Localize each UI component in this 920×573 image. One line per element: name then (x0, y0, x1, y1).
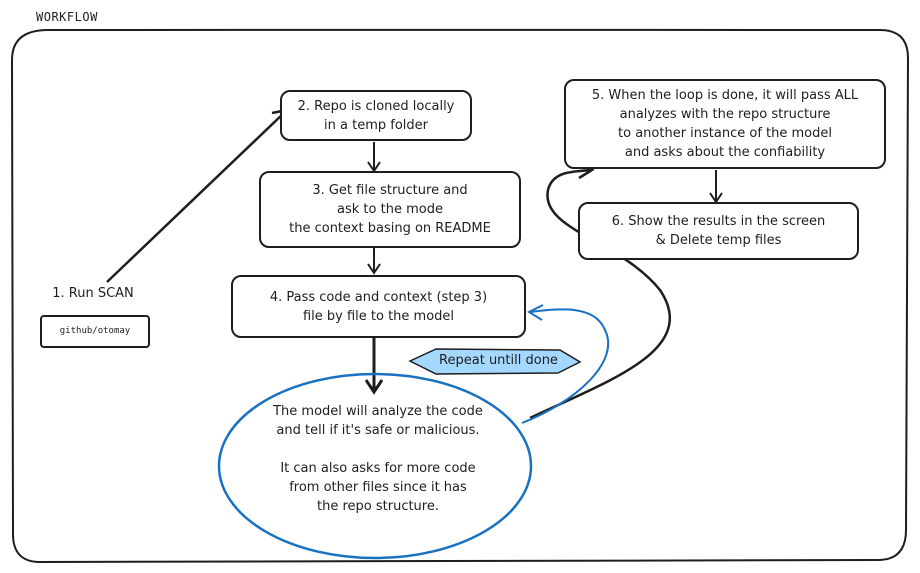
step1-label: 1. Run SCAN (52, 286, 134, 301)
workflow-frame (10, 28, 910, 564)
step3-box: 3. Get file structure and ask to the mod… (259, 171, 521, 248)
step5-box: 5. When the loop is done, it will pass A… (564, 79, 886, 169)
repeat-loop-arrow (521, 308, 610, 424)
repo-input-box[interactable]: github/otomay (40, 315, 150, 348)
step6-box: 6. Show the results in the screen & Dele… (578, 202, 859, 260)
repo-input-value: github/otomay (59, 326, 131, 336)
step2-box: 2. Repo is cloned locally in a temp fold… (280, 90, 472, 141)
frame-title: WORKFLOW (36, 10, 98, 24)
model-text: The model will analyze the code and tell… (273, 404, 483, 514)
arrow-scan-to-clone (106, 111, 286, 283)
repeat-label: Repeat untill done (439, 353, 558, 368)
step4-box: 4. Pass code and context (step 3) file b… (231, 275, 526, 338)
arrow-model-to-loop-done (529, 168, 671, 420)
model-ellipse (217, 372, 533, 560)
repeat-diamond (408, 348, 582, 375)
